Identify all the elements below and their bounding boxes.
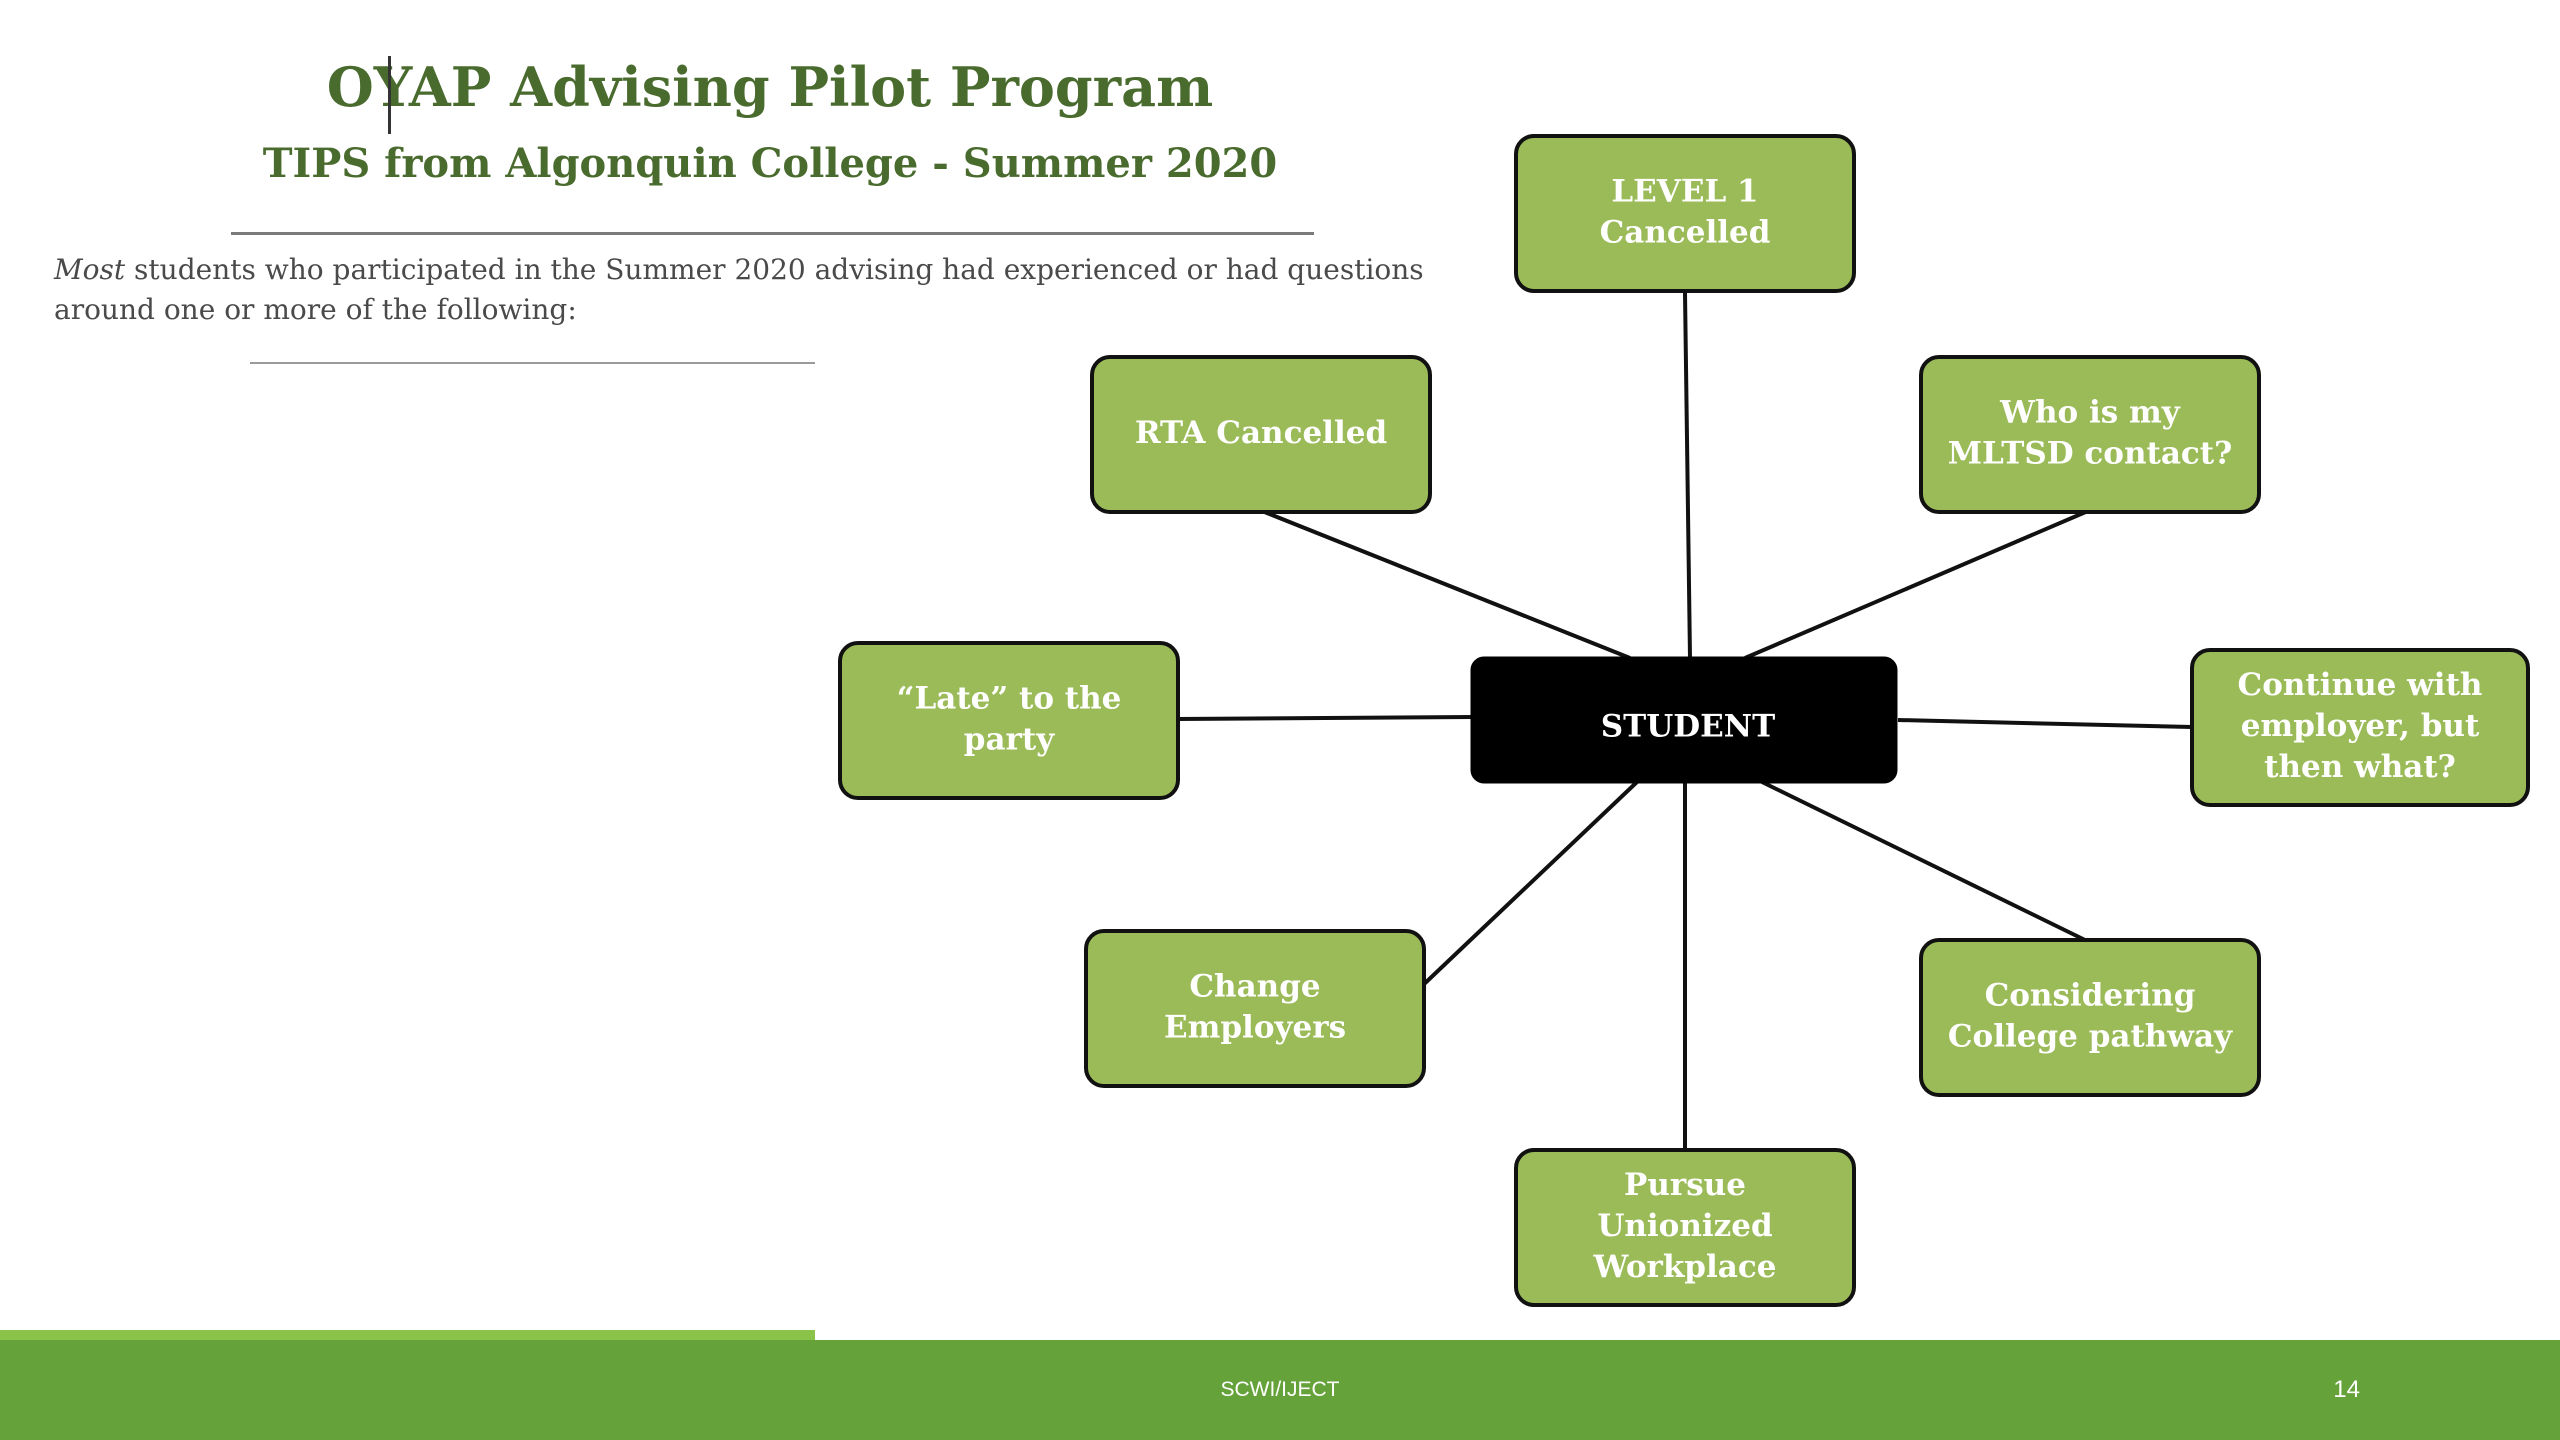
connector-change <box>1420 780 1639 988</box>
text-cursor <box>388 56 391 134</box>
intro-text: students who participated in the Summer … <box>54 253 1424 326</box>
node-box-change <box>1084 929 1426 1088</box>
student-label: STUDENT <box>1601 709 1775 745</box>
divider-bottom <box>250 362 815 364</box>
node-label-union-line3: Workplace <box>1593 1249 1777 1285</box>
node-label-rta-line1: RTA Cancelled <box>1135 415 1387 451</box>
node-label-college-line2: College pathway <box>1948 1019 2233 1055</box>
footer-text: SCWI/IJECT <box>1220 1378 1340 1401</box>
student-box <box>1470 656 1898 784</box>
node-label-late-line1: “Late” to the <box>897 681 1122 717</box>
node-label-change-line1: Change <box>1189 969 1320 1005</box>
node-label-continue-line2: employer, but <box>2241 708 2480 744</box>
node-late: “Late” to the party <box>838 641 1180 800</box>
node-label-mltsd-line2: MLTSD contact? <box>1948 436 2233 472</box>
connector-level1 <box>1683 292 1692 659</box>
node-label-mltsd-line1: Who is my <box>1999 395 2181 431</box>
connector-college <box>1761 780 2086 942</box>
divider-top <box>231 232 1314 235</box>
connector-mltsd <box>1744 509 2089 660</box>
node-box-college <box>1919 938 2261 1097</box>
slide-subtitle: TIPS from Algonquin College - Summer 202… <box>262 140 1278 187</box>
node-label-college-line1: Considering <box>1985 978 2196 1014</box>
node-continue: Continue with employer, but then what? <box>2190 648 2530 807</box>
node-box-union <box>1514 1148 1856 1307</box>
node-label-late-line2: party <box>964 722 1055 758</box>
intro-emphasis: Most <box>54 253 126 286</box>
slide-title: OYAP Advising Pilot Program <box>326 55 1214 119</box>
node-rta: RTA Cancelled <box>1090 355 1432 514</box>
node-box-mltsd <box>1919 355 2261 514</box>
connector-late <box>1176 715 1473 721</box>
node-label-continue-line3: then what? <box>2264 749 2456 785</box>
footer-bar <box>0 1340 2560 1440</box>
slide-number: 14 <box>2333 1376 2360 1403</box>
node-label-union-line1: Pursue <box>1624 1167 1746 1203</box>
node-label-level1-line2: Cancelled <box>1600 215 1771 251</box>
node-label-continue-line1: Continue with <box>2238 667 2483 703</box>
node-box-continue <box>2190 648 2530 807</box>
node-label-level1-line1: LEVEL 1 <box>1611 174 1758 210</box>
node-label-union-line2: Unionized <box>1597 1208 1772 1244</box>
student-node: STUDENT <box>1470 656 1898 784</box>
node-box-rta <box>1090 355 1432 514</box>
footer-accent-bar <box>0 1330 815 1340</box>
connectors <box>1176 292 2193 1150</box>
intro-paragraph: Most students who participated in the Su… <box>54 250 1494 330</box>
connector-continue <box>1897 718 2193 729</box>
node-box-level1 <box>1514 134 1856 293</box>
node-box-late <box>838 641 1180 800</box>
node-level1: LEVEL 1 Cancelled <box>1514 134 1856 293</box>
node-mltsd: Who is my MLTSD contact? <box>1919 355 2261 514</box>
node-label-change-line2: Employers <box>1164 1010 1346 1046</box>
connector-rta <box>1261 509 1631 660</box>
